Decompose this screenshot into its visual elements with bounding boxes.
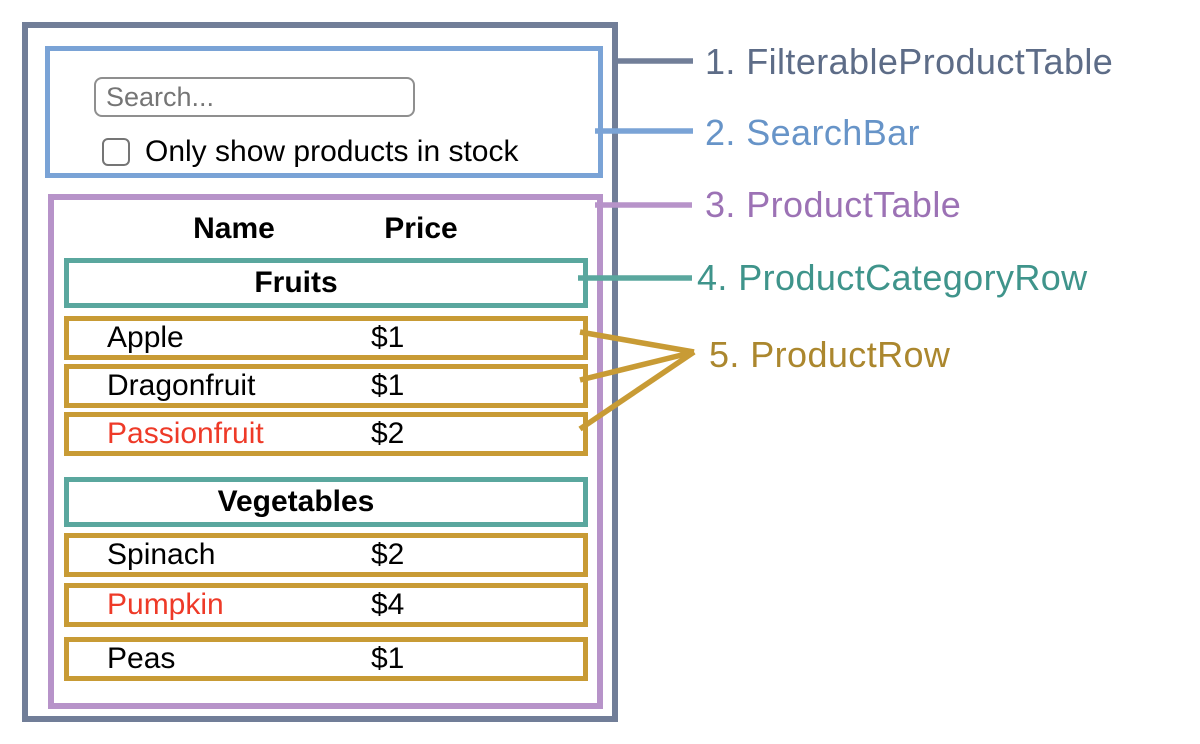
product-price: $2 — [371, 538, 405, 571]
product-price: $1 — [371, 369, 405, 402]
column-header-name: Name — [193, 212, 275, 245]
product-name: Peas — [107, 642, 176, 675]
product-row-pumpkin: Pumpkin $4 — [64, 583, 588, 627]
product-row-peas: Peas $1 — [64, 637, 588, 681]
product-price: $1 — [371, 321, 405, 354]
product-price: $4 — [371, 588, 405, 621]
in-stock-checkbox[interactable] — [102, 138, 130, 166]
product-category-row-vegetables: Vegetables — [64, 477, 588, 527]
column-header-price: Price — [384, 212, 458, 245]
legend-product-table: 3. ProductTable — [705, 184, 962, 225]
product-price: $2 — [371, 417, 405, 450]
filterable-product-table-outline: Only show products in stock Name Price F… — [22, 22, 618, 722]
in-stock-checkbox-label[interactable]: Only show products in stock — [145, 135, 519, 168]
product-name: Pumpkin — [107, 588, 224, 621]
search-input[interactable] — [94, 77, 415, 117]
legend-filterable-product-table: 1. FilterableProductTable — [705, 41, 1114, 82]
product-name: Dragonfruit — [107, 369, 256, 402]
product-price: $1 — [371, 642, 405, 675]
product-table-outline: Name Price Fruits Apple $1 Dragonfruit $… — [48, 194, 603, 709]
product-name: Spinach — [107, 538, 216, 571]
category-label: Fruits — [254, 266, 338, 299]
legend-product-category-row: 4. ProductCategoryRow — [697, 257, 1088, 298]
product-name: Passionfruit — [107, 417, 264, 450]
product-row-passionfruit: Passionfruit $2 — [64, 412, 588, 456]
product-row-dragonfruit: Dragonfruit $1 — [64, 364, 588, 408]
product-name: Apple — [107, 321, 184, 354]
table-header-row: Name Price — [64, 202, 588, 256]
category-label: Vegetables — [217, 485, 375, 518]
legend-search-bar: 2. SearchBar — [705, 112, 920, 153]
product-row-apple: Apple $1 — [64, 316, 588, 360]
search-bar-outline: Only show products in stock — [45, 46, 603, 178]
product-category-row-fruits: Fruits — [64, 258, 588, 308]
legend-product-row: 5. ProductRow — [709, 334, 951, 375]
product-row-spinach: Spinach $2 — [64, 533, 588, 577]
